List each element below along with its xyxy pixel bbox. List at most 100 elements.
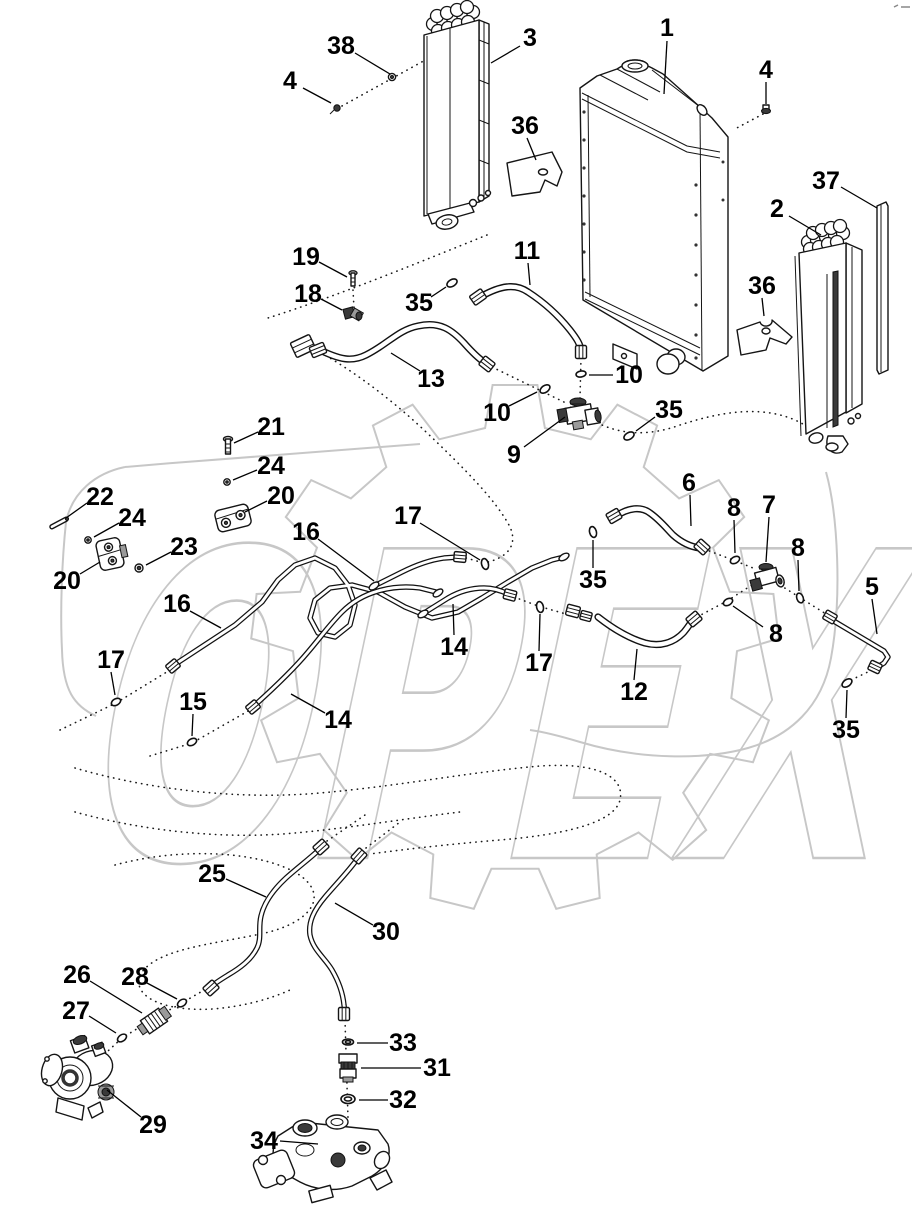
callout-label-27: 27	[62, 997, 90, 1025]
nut-part-38	[387, 72, 397, 82]
callout-leader	[788, 215, 822, 236]
callout-label-17: 17	[525, 649, 553, 677]
o-rings	[110, 278, 853, 1105]
callout-label-16: 16	[163, 590, 191, 618]
tube-open-ends	[368, 552, 570, 619]
callout-label-5: 5	[865, 573, 879, 601]
tube-nut	[502, 588, 518, 602]
bolt-part-19	[348, 270, 358, 287]
o-ring	[841, 677, 853, 689]
tube-part-25	[209, 846, 323, 989]
callout-leader	[334, 902, 374, 926]
tube-nut	[867, 659, 883, 675]
callout-leader	[689, 494, 692, 527]
callout-label-32: 32	[389, 1086, 417, 1114]
callout-leader	[508, 391, 538, 407]
callout-label-25: 25	[198, 860, 226, 888]
callout-label-22: 22	[86, 483, 114, 511]
callout-label-24: 24	[118, 504, 146, 532]
tube-nut	[478, 355, 496, 373]
callout-leader	[733, 519, 736, 554]
callout-label-34: 34	[250, 1127, 278, 1155]
callout-label-7: 7	[762, 491, 776, 519]
callout-label-35: 35	[655, 396, 683, 424]
callout-label-37: 37	[812, 167, 840, 195]
tube-open-end	[417, 609, 429, 619]
washer-part-23	[134, 563, 144, 573]
callout-label-11: 11	[514, 237, 541, 265]
o-ring	[343, 1096, 353, 1102]
oil-cooler-part-2	[794, 218, 863, 454]
callout-label-16: 16	[292, 518, 320, 546]
callout-label-21: 21	[257, 413, 285, 441]
tee-fitting-part-9	[556, 397, 602, 431]
tube-part-14-lower	[252, 584, 439, 708]
callout-label-26: 26	[63, 961, 91, 989]
callout-label-19: 19	[292, 243, 320, 271]
callout-leader	[145, 551, 172, 566]
callout-label-28: 28	[121, 963, 149, 991]
callout-leader	[490, 45, 521, 64]
callout-leader	[538, 613, 541, 652]
tube-nut	[822, 609, 838, 625]
tube-nut	[574, 344, 588, 360]
o-ring	[575, 370, 587, 378]
tube-part-14-upper	[421, 585, 511, 616]
callout-label-4: 4	[283, 67, 297, 95]
o-ring	[186, 737, 198, 747]
o-ring	[446, 278, 458, 288]
tube-part-16-short	[373, 554, 461, 588]
callout-label-3: 3	[523, 24, 537, 52]
bolt-part-4-right	[761, 104, 771, 115]
o-ring	[588, 525, 598, 539]
callout-leader	[290, 693, 326, 714]
callout-label-29: 29	[139, 1111, 167, 1139]
o-ring	[480, 557, 490, 571]
o-ring	[623, 431, 635, 441]
callout-leader	[845, 689, 848, 719]
tube-nut	[337, 1006, 351, 1022]
fitting-part-31	[338, 1053, 358, 1083]
callout-leader	[110, 671, 116, 696]
fitting-part-18	[342, 306, 365, 322]
tube-open-end	[558, 552, 570, 562]
o-ring	[539, 383, 551, 395]
bracket-part-36-top	[506, 151, 563, 197]
callout-label-12: 12	[620, 678, 648, 706]
corner-mark	[893, 4, 910, 8]
callout-leader	[871, 598, 878, 635]
callout-leader	[633, 648, 638, 681]
watermark-graphic: OPEX	[47, 384, 912, 960]
hose-part-11	[478, 283, 585, 354]
bolt-part-21	[222, 435, 234, 455]
callout-label-13: 13	[417, 365, 445, 393]
callout-leader	[65, 502, 88, 519]
callout-label-23: 23	[170, 533, 198, 561]
callout-leader	[320, 298, 343, 311]
callout-leader	[765, 516, 770, 563]
callout-label-8: 8	[791, 534, 805, 562]
callout-leader	[390, 352, 421, 372]
tube-part-16-long	[171, 554, 567, 668]
callout-leader	[732, 605, 764, 628]
callout-leader	[88, 1015, 117, 1034]
o-ring	[110, 697, 122, 707]
callout-label-20: 20	[53, 567, 81, 595]
tube-nuts	[165, 288, 883, 1022]
callout-leader	[318, 261, 348, 278]
radiator-part-1	[579, 59, 729, 375]
callout-leader	[106, 1089, 142, 1118]
callout-leader	[279, 1140, 319, 1145]
o-ring	[176, 998, 188, 1008]
callout-leader	[840, 186, 878, 209]
hose-part-13	[314, 321, 488, 366]
o-ring	[722, 597, 734, 607]
callout-label-8: 8	[769, 620, 783, 648]
callout-leader	[146, 982, 178, 1000]
callout-leader	[452, 603, 455, 636]
bolt-part-4-left	[329, 104, 341, 115]
callout-leader	[232, 469, 258, 481]
hose-part-6	[612, 505, 704, 552]
callout-leader	[225, 878, 267, 898]
